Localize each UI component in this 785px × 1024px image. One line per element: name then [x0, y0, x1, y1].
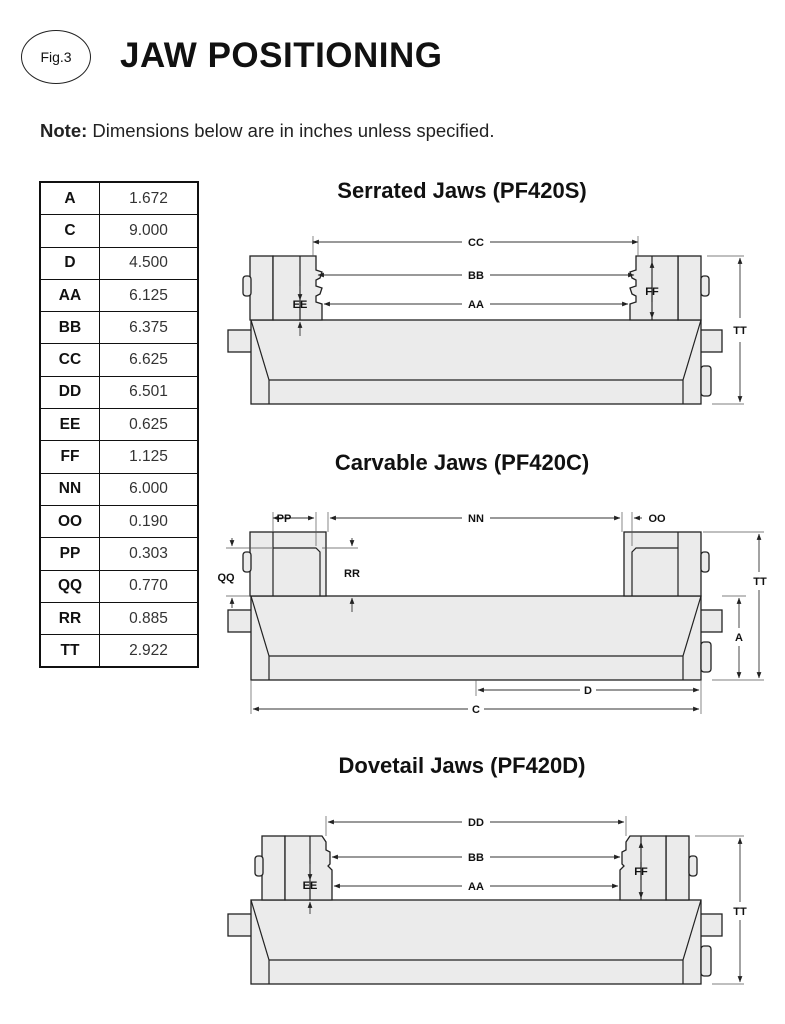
figure-badge-label: Fig.3	[40, 49, 72, 65]
dimension-value: 1.672	[99, 181, 199, 216]
dimension-value: 0.303	[99, 537, 199, 571]
serrated-title: Serrated Jaws (PF420S)	[337, 178, 586, 203]
dovetail-left-jaw	[254, 835, 333, 901]
dimension-key: PP	[39, 537, 100, 571]
serrated-vise-body	[227, 319, 723, 405]
dovetail-title: Dovetail Jaws (PF420D)	[339, 753, 586, 778]
dimension-key: EE	[39, 408, 100, 442]
dimension-value: 0.885	[99, 601, 199, 636]
note: Note: Dimensions below are in inches unl…	[40, 120, 495, 142]
dovetail-label-bb: BB	[468, 852, 484, 864]
note-label: Note:	[40, 120, 88, 141]
dimension-key: TT	[39, 634, 100, 668]
dimension-value: 2.922	[99, 634, 199, 668]
serrated-label-bb: BB	[468, 270, 484, 282]
carvable-label-pp: PP	[277, 513, 292, 525]
carvable-label-oo: OO	[648, 513, 666, 525]
serrated-left-jaw	[242, 255, 323, 321]
serrated-label-ee: EE	[293, 299, 308, 311]
dimension-value: 6.000	[99, 472, 199, 506]
carvable-vise-body	[227, 595, 723, 681]
carvable-title: Carvable Jaws (PF420C)	[335, 450, 589, 475]
carvable-label-qq: QQ	[217, 572, 235, 584]
serrated-label-ff: FF	[645, 286, 659, 298]
dimension-value: 0.190	[99, 504, 199, 539]
dimension-key: AA	[39, 278, 100, 313]
serrated-label-cc: CC	[468, 237, 484, 249]
dovetail-label-ee: EE	[303, 880, 318, 892]
dovetail-label-dd: DD	[468, 817, 484, 829]
figure-badge: Fig.3	[21, 30, 91, 84]
carvable-right-jaw	[623, 531, 710, 597]
dovetail-jaws-diagram: Dovetail Jaws (PF420D) DD	[227, 753, 747, 985]
dimension-value: 6.625	[99, 343, 199, 377]
dimension-value: 0.770	[99, 569, 199, 603]
page-title: JAW POSITIONING	[120, 36, 443, 75]
dimension-key: BB	[39, 311, 100, 345]
dimension-key: NN	[39, 472, 100, 506]
dovetail-label-tt: TT	[733, 906, 747, 918]
carvable-label-tt: TT	[753, 576, 767, 588]
dovetail-label-aa: AA	[468, 881, 484, 893]
dimension-key: D	[39, 246, 100, 280]
carvable-left-jaw	[242, 531, 327, 597]
dimension-value: 9.000	[99, 214, 199, 248]
note-text: Dimensions below are in inches unless sp…	[92, 120, 495, 141]
serrated-jaws-diagram: Serrated Jaws (PF420S)	[227, 178, 747, 405]
carvable-label-d: D	[584, 685, 592, 697]
dovetail-vise-body	[227, 899, 723, 985]
serrated-label-aa: AA	[468, 299, 484, 311]
carvable-label-a: A	[735, 632, 743, 644]
serrated-right-jaw	[629, 255, 710, 321]
dovetail-right-jaw	[619, 835, 698, 901]
carvable-label-rr: RR	[344, 568, 360, 580]
carvable-label-nn: NN	[468, 513, 484, 525]
dovetail-label-ff: FF	[634, 866, 648, 878]
dimension-key: CC	[39, 343, 100, 377]
dimension-value: 6.501	[99, 375, 199, 410]
carvable-jaws-diagram: Carvable Jaws (PF420C) PP	[217, 450, 767, 716]
dimension-value: 4.500	[99, 246, 199, 280]
carvable-label-c: C	[472, 704, 480, 716]
serrated-label-tt: TT	[733, 325, 747, 337]
dimension-key: DD	[39, 375, 100, 410]
dimension-key: OO	[39, 504, 100, 539]
dimension-value: 6.375	[99, 311, 199, 345]
